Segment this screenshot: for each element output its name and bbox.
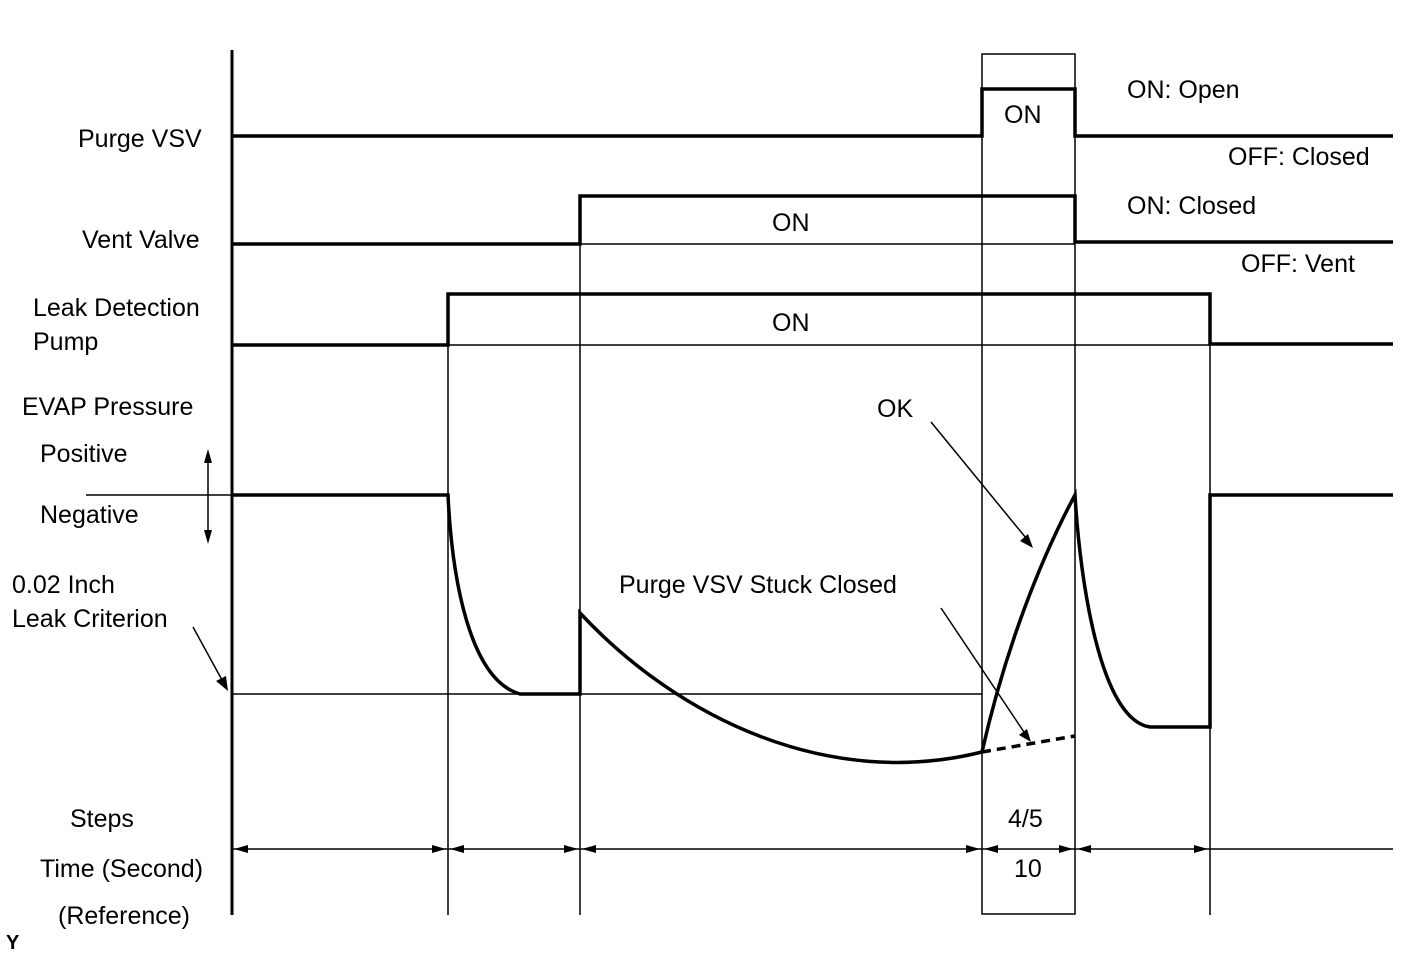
criterion-label-line1: 0.02 Inch [12, 571, 115, 599]
leak-pump-label-line1: Leak Detection [33, 294, 200, 322]
ok-label: OK [877, 395, 913, 423]
figure-id-mark: Y [6, 932, 20, 954]
purge-vsv-label: Purge VSV [78, 125, 202, 153]
ok-arrow [930, 421, 1033, 548]
stuck-closed-arrow [940, 607, 1031, 742]
vent-valve-signal [232, 194, 1393, 246]
leak-pump-signal [232, 292, 1393, 347]
pressure-positive-label: Positive [40, 440, 128, 468]
evap-pressure-title: EVAP Pressure [22, 393, 193, 421]
step-window-box [981, 53, 1076, 915]
pressure-negative-label: Negative [40, 501, 139, 529]
leak-pump-label-line2: Pump [33, 328, 98, 356]
stuck-closed-dashed-curve [981, 734, 1076, 754]
vent-valve-legend-on: ON: Closed [1127, 192, 1256, 220]
purge-vsv-legend-off: OFF: Closed [1228, 143, 1370, 171]
stuck-closed-label: Purge VSV Stuck Closed [619, 571, 897, 599]
reference-label: (Reference) [58, 902, 190, 930]
criterion-label-line2: Leak Criterion [12, 605, 168, 633]
time-label: Time (Second) [40, 855, 203, 883]
step-value: 4/5 [1008, 805, 1043, 833]
time-interval-arrows [234, 845, 1208, 853]
criterion-arrow [192, 626, 228, 691]
purge-vsv-on-text: ON [1004, 101, 1042, 129]
time-value: 10 [1014, 855, 1042, 883]
steps-label: Steps [70, 805, 134, 833]
purge-vsv-signal [232, 87, 1393, 138]
leak-pump-on-text: ON [772, 309, 810, 337]
vent-valve-legend-off: OFF: Vent [1241, 250, 1355, 278]
purge-vsv-legend-on: ON: Open [1127, 76, 1240, 104]
vent-valve-label: Vent Valve [82, 226, 200, 254]
vent-valve-on-text: ON [772, 209, 810, 237]
positive-negative-arrow [204, 449, 212, 544]
evap-pressure-curve [232, 488, 1393, 765]
